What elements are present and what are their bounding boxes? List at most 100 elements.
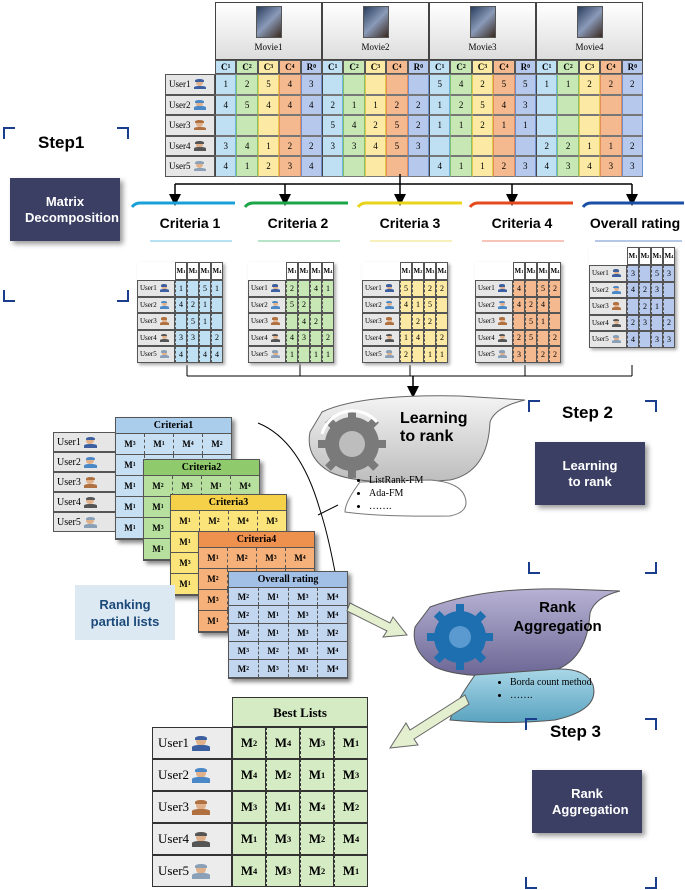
rating-cell bbox=[407, 74, 429, 95]
step3-bracket-tl bbox=[525, 718, 537, 730]
user-name: User3 bbox=[478, 317, 495, 326]
best-lists-title: Best Lists bbox=[232, 697, 368, 727]
predicted-cell: 4 bbox=[310, 280, 322, 297]
user-label: User4 bbox=[53, 492, 116, 512]
predicted-cell: 4 bbox=[627, 331, 639, 348]
rating-cell bbox=[364, 74, 387, 95]
step3-bracket-br bbox=[645, 877, 657, 889]
step1-label: Step1 bbox=[38, 133, 85, 152]
rating-cell bbox=[322, 156, 344, 177]
rating-cell: 2 bbox=[578, 74, 601, 95]
predicted-cell: 4 bbox=[513, 280, 525, 297]
predicted-cell: 3 bbox=[639, 314, 651, 331]
user-avatar-icon bbox=[193, 140, 206, 151]
rating-cell: 4 bbox=[236, 135, 258, 156]
step2-label: Step 2 bbox=[562, 403, 614, 422]
rating-cell: 2 bbox=[621, 74, 643, 95]
rating-cell: 2 bbox=[407, 115, 429, 136]
predicted-cell bbox=[436, 313, 448, 330]
user-name: User5 bbox=[478, 350, 495, 359]
predicted-cell: 2 bbox=[436, 329, 448, 346]
user-name: User5 bbox=[365, 350, 382, 359]
user-name: User2 bbox=[478, 300, 495, 309]
predicted-cell: 1 bbox=[175, 280, 187, 297]
user-name: User5 bbox=[592, 335, 609, 344]
predicted-cell bbox=[513, 313, 525, 330]
user-label: User2 bbox=[475, 296, 513, 313]
user-avatar-icon bbox=[270, 317, 280, 326]
rating-cell bbox=[364, 156, 387, 177]
matrix-decomposition-label: Matrix Decomposition bbox=[25, 193, 119, 225]
movie-header: Movie1 bbox=[215, 2, 322, 60]
predicted-cell: 2 bbox=[663, 314, 675, 331]
predicted-cell bbox=[549, 296, 561, 313]
rating-cell: 1 bbox=[536, 74, 558, 95]
user-label: User5 bbox=[53, 512, 116, 532]
user-label: User3 bbox=[248, 313, 286, 330]
rating-cell: 3 bbox=[621, 156, 643, 177]
rating-cell: 1 bbox=[471, 156, 494, 177]
predicted-cell: 3 bbox=[663, 331, 675, 348]
predicted-cell bbox=[310, 329, 322, 346]
user-label: User4 bbox=[589, 314, 627, 331]
user-label: User3 bbox=[475, 313, 513, 330]
rating-cell bbox=[621, 115, 643, 136]
rating-cell: 4 bbox=[279, 74, 301, 95]
step3-label: Step 3 bbox=[550, 722, 602, 741]
rating-cell bbox=[600, 115, 622, 136]
predicted-cell bbox=[211, 313, 223, 330]
step3-bracket-bl bbox=[525, 877, 537, 889]
movie-poster-icon bbox=[576, 6, 603, 38]
predicted-cell bbox=[639, 331, 651, 348]
step3-bracket-tr bbox=[645, 718, 657, 730]
user-name: User4 bbox=[478, 333, 495, 342]
movie-poster-icon bbox=[469, 6, 496, 38]
rating-cell: 2 bbox=[300, 135, 322, 156]
rating-cell: 2 bbox=[493, 156, 515, 177]
predicted-cell bbox=[639, 265, 651, 282]
predicted-cell bbox=[663, 281, 675, 298]
rating-cell: 2 bbox=[407, 94, 429, 115]
user-avatar-icon bbox=[192, 831, 211, 847]
predicted-cell: 4 bbox=[537, 296, 549, 313]
overall-rating-label: Overall rating bbox=[589, 215, 681, 231]
movie-title: Movie4 bbox=[575, 42, 604, 52]
rating-cell: 2 bbox=[471, 115, 494, 136]
rating-cell: 1 bbox=[343, 94, 365, 115]
ltr-item-listrank: ListRank-FM bbox=[369, 474, 423, 487]
predicted-cell bbox=[322, 313, 334, 330]
rating-cell: 3 bbox=[557, 156, 579, 177]
rating-cell: 4 bbox=[257, 94, 280, 115]
rating-cell: 4 bbox=[429, 156, 451, 177]
rating-cell bbox=[621, 94, 643, 115]
rating-cell: 4 bbox=[536, 156, 558, 177]
rating-cell: 1 bbox=[364, 94, 387, 115]
rank-cell bbox=[227, 590, 256, 610]
user-avatar-icon bbox=[497, 300, 507, 309]
predicted-cell bbox=[525, 280, 537, 297]
user-label: User4 bbox=[152, 823, 232, 855]
step1-bracket-br bbox=[117, 290, 129, 302]
predicted-cell: 1 bbox=[322, 346, 334, 363]
predicted-cell: 1 bbox=[322, 280, 334, 297]
